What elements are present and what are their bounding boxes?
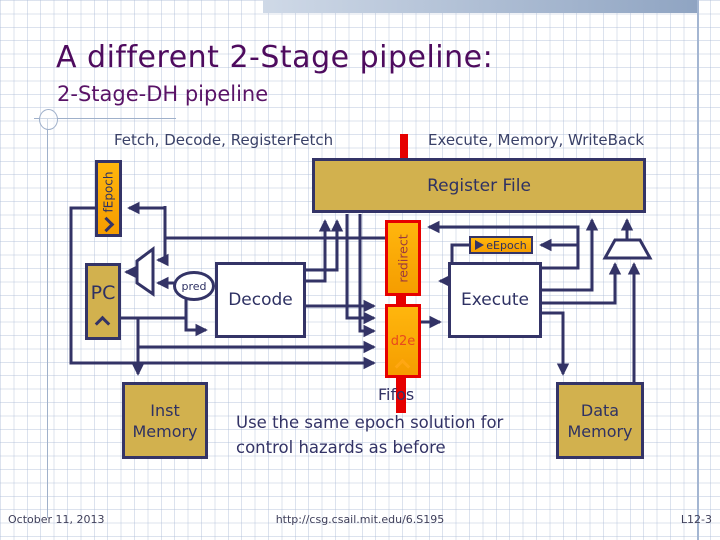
redirect-register: redirect <box>385 220 421 296</box>
pc-register: PC <box>85 263 121 340</box>
inst-memory-label: Inst Memory <box>132 400 198 441</box>
decode-label: Decode <box>228 290 293 310</box>
pred-label: pred <box>181 279 207 293</box>
wire-decode-to-rf-addr2 <box>306 219 332 283</box>
footer-date: October 11, 2013 <box>8 513 105 526</box>
stage-label-execute: Execute, Memory, WriteBack <box>428 131 645 149</box>
eepoch-label: eEpoch <box>486 238 527 252</box>
data-memory-box: Data Memory <box>556 382 644 459</box>
template-left-rule-vertical <box>47 118 48 518</box>
fepoch-register: fEpoch <box>95 160 122 237</box>
execute-box: Execute <box>448 262 542 338</box>
footer-url: http://csg.csail.mit.edu/6.S195 <box>275 513 445 526</box>
wire-pcbus-to-decode <box>184 318 208 337</box>
execute-label: Execute <box>461 290 529 310</box>
wire-rf-read2-to-d2e <box>358 214 376 338</box>
redirect-label: redirect <box>395 233 411 283</box>
slide-subtitle: 2-Stage-DH pipeline <box>57 82 269 106</box>
fepoch-label: fEpoch <box>101 171 116 212</box>
stage-divider-red-bar <box>400 134 408 158</box>
fifos-red-bar <box>396 377 406 413</box>
slide-title: A different 2-Stage pipeline: <box>56 40 494 75</box>
wire-execute-to-redirect <box>427 220 580 270</box>
template-top-bar <box>263 0 698 13</box>
data-memory-label: Data Memory <box>567 400 633 441</box>
template-circle-ornament <box>39 109 58 130</box>
template-left-rule-horizontal <box>34 118 176 119</box>
fifos-label: Fifos <box>378 385 415 404</box>
wire-rf-read1-to-d2e <box>345 214 376 325</box>
footer-slide-number: L12-3 <box>680 513 712 526</box>
register-file-box: Register File <box>312 158 646 213</box>
eepoch-register: eEpoch <box>469 236 533 254</box>
wire-decode-to-rf-addr1 <box>306 219 344 272</box>
writeback-mux <box>602 238 653 260</box>
pc-label: PC <box>90 281 116 304</box>
d2e-register: d2e <box>385 304 421 378</box>
d2e-label: d2e <box>390 333 416 349</box>
template-right-rule <box>697 0 699 540</box>
pc-mux <box>135 246 155 297</box>
wire-execute-to-rf-write <box>542 218 599 292</box>
pred-oval: pred <box>173 271 215 301</box>
note-text: Use the same epoch solution for control … <box>236 413 504 457</box>
eepoch-clock-triangle <box>475 240 485 250</box>
stage-label-fetch: Fetch, Decode, RegisterFetch <box>114 131 334 149</box>
redirect-d2e-connector <box>396 294 406 306</box>
wire-execute-to-datamem <box>542 311 570 376</box>
register-file-label: Register File <box>427 175 531 196</box>
inst-memory-box: Inst Memory <box>122 382 208 459</box>
decode-box: Decode <box>215 262 306 338</box>
wire-execute-to-wbmux <box>542 262 622 305</box>
wire-fepoch-loop-to-d2e <box>69 206 376 370</box>
